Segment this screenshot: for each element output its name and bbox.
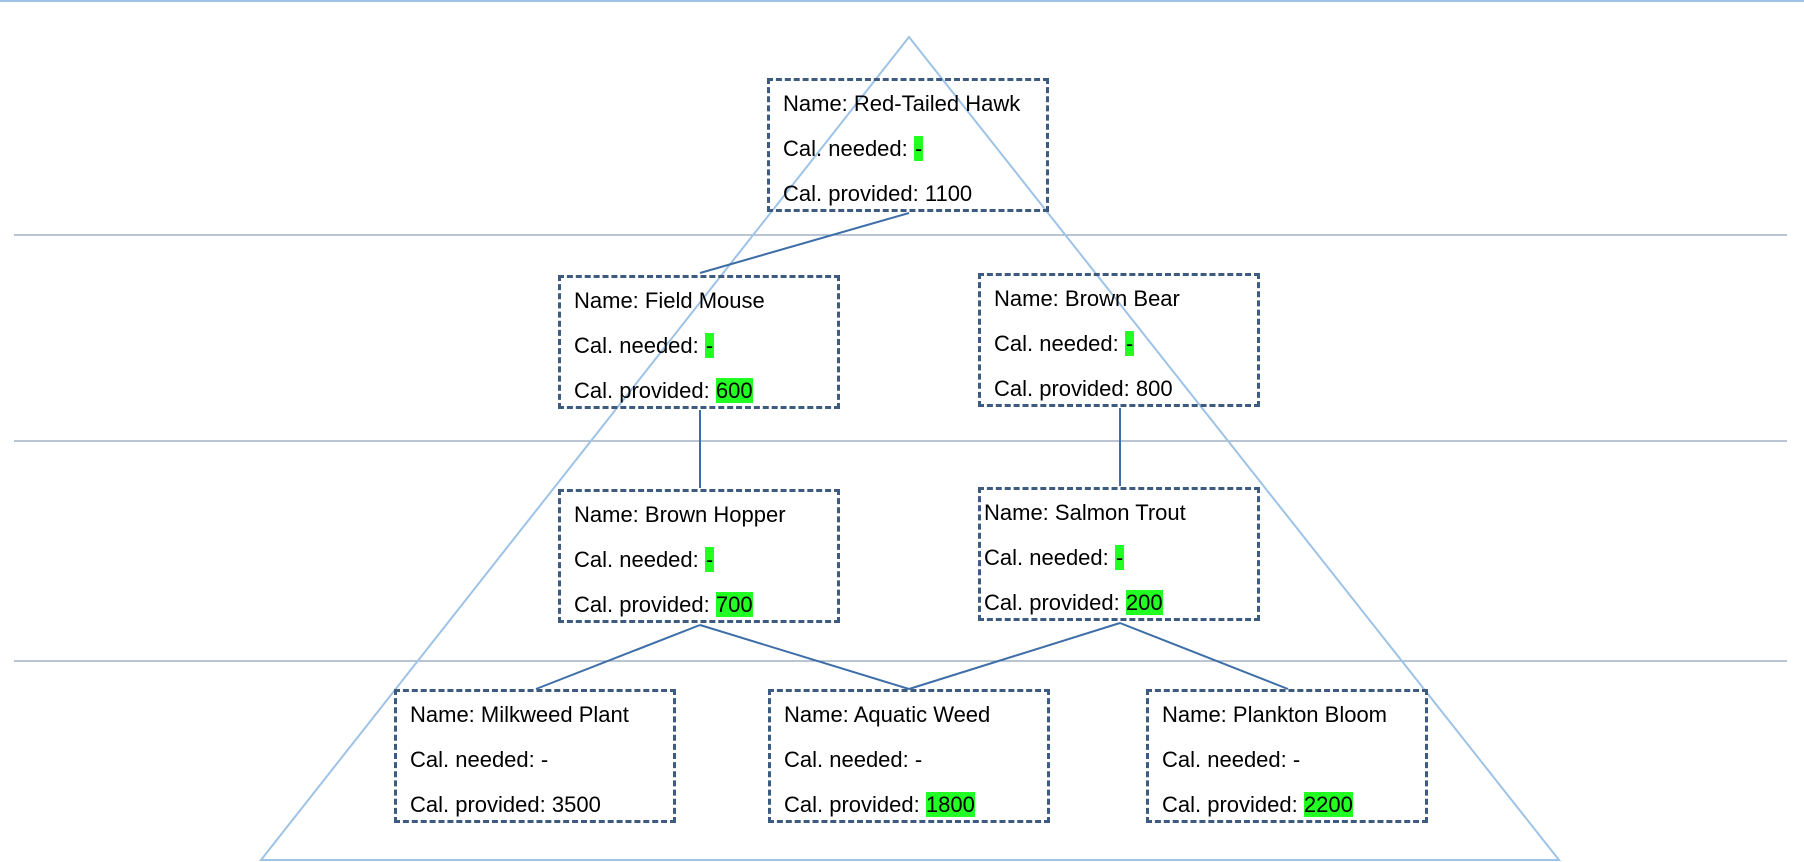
- organism-box-milkweed-plant: Name: Milkweed Plant Cal. needed: - Cal.…: [394, 689, 676, 823]
- calories-needed-value: -: [1114, 545, 1125, 570]
- connector-aquatic-trout: [908, 622, 1121, 690]
- connector-milkweed-hopper: [535, 624, 701, 690]
- name-prefix: Name:: [984, 500, 1055, 525]
- calories-provided-line: Cal. provided: 2200: [1162, 784, 1425, 829]
- connector-mouse-hawk: [699, 212, 910, 274]
- organism-name: Plankton Bloom: [1232, 702, 1388, 727]
- calories-provided-line: Cal. provided: 1100: [783, 173, 1046, 218]
- calories-needed-line: Cal. needed: -: [574, 539, 837, 584]
- needed-prefix: Cal. needed:: [784, 747, 915, 772]
- name-prefix: Name:: [1162, 702, 1233, 727]
- calories-provided-line: Cal. provided: 200: [984, 582, 1257, 627]
- calories-needed-line: Cal. needed: -: [984, 537, 1257, 582]
- calories-needed-value: -: [1292, 747, 1301, 772]
- calories-needed-value: -: [1124, 331, 1135, 356]
- organism-name-line: Name: Red-Tailed Hawk: [783, 83, 1046, 128]
- needed-prefix: Cal. needed:: [1162, 747, 1293, 772]
- calories-needed-line: Cal. needed: -: [1162, 739, 1425, 784]
- organism-name-line: Name: Aquatic Weed: [784, 694, 1047, 739]
- provided-prefix: Cal. provided:: [783, 181, 925, 206]
- calories-provided-line: Cal. provided: 1800: [784, 784, 1047, 829]
- organism-name: Brown Hopper: [644, 502, 786, 527]
- calories-needed-value: -: [704, 333, 715, 358]
- name-prefix: Name:: [574, 288, 645, 313]
- organism-box-salmon-trout: Name: Salmon Trout Cal. needed: - Cal. p…: [978, 487, 1260, 621]
- needed-prefix: Cal. needed:: [574, 333, 705, 358]
- calories-provided-value: 600: [715, 378, 753, 403]
- calories-needed-value: -: [914, 747, 923, 772]
- name-prefix: Name:: [783, 91, 854, 116]
- organism-name: Red-Tailed Hawk: [853, 91, 1021, 116]
- provided-prefix: Cal. provided:: [574, 378, 716, 403]
- organism-box-brown-bear: Name: Brown Bear Cal. needed: - Cal. pro…: [978, 273, 1260, 407]
- calories-provided-value: 3500: [551, 792, 601, 817]
- organism-name: Aquatic Weed: [853, 702, 991, 727]
- organism-name-line: Name: Salmon Trout: [984, 492, 1257, 537]
- name-prefix: Name:: [410, 702, 481, 727]
- calories-provided-value: 200: [1125, 590, 1163, 615]
- calories-provided-line: Cal. provided: 600: [574, 370, 837, 415]
- calories-provided-value: 700: [715, 592, 753, 617]
- calories-needed-value: -: [913, 136, 924, 161]
- calories-provided-line: Cal. provided: 800: [994, 368, 1257, 413]
- calories-needed-line: Cal. needed: -: [783, 128, 1046, 173]
- calories-provided-value: 800: [1135, 376, 1173, 401]
- calories-provided-value: 2200: [1303, 792, 1353, 817]
- organism-box-plankton-bloom: Name: Plankton Bloom Cal. needed: - Cal.…: [1146, 689, 1428, 823]
- organism-box-red-tailed-hawk: Name: Red-Tailed Hawk Cal. needed: - Cal…: [767, 78, 1049, 212]
- provided-prefix: Cal. provided:: [984, 590, 1126, 615]
- name-prefix: Name:: [784, 702, 854, 727]
- name-prefix: Name:: [994, 286, 1065, 311]
- calories-needed-line: Cal. needed: -: [574, 325, 837, 370]
- organism-name: Salmon Trout: [1054, 500, 1186, 525]
- organism-name-line: Name: Brown Hopper: [574, 494, 837, 539]
- needed-prefix: Cal. needed:: [984, 545, 1115, 570]
- organism-name-line: Name: Plankton Bloom: [1162, 694, 1425, 739]
- needed-prefix: Cal. needed:: [994, 331, 1125, 356]
- calories-needed-line: Cal. needed: -: [994, 323, 1257, 368]
- needed-prefix: Cal. needed:: [783, 136, 914, 161]
- organism-name: Brown Bear: [1064, 286, 1180, 311]
- organism-name-line: Name: Milkweed Plant: [410, 694, 673, 739]
- organism-box-aquatic-weed: Name: Aquatic Weed Cal. needed: - Cal. p…: [768, 689, 1050, 823]
- organism-name: Milkweed Plant: [480, 702, 629, 727]
- calories-provided-line: Cal. provided: 700: [574, 584, 837, 629]
- calories-needed-value: -: [540, 747, 549, 772]
- connector-plankton-trout: [1119, 622, 1289, 690]
- organism-name-line: Name: Brown Bear: [994, 278, 1257, 323]
- organism-name: Field Mouse: [644, 288, 765, 313]
- provided-prefix: Cal. provided:: [994, 376, 1136, 401]
- provided-prefix: Cal. provided:: [784, 792, 926, 817]
- organism-name-line: Name: Field Mouse: [574, 280, 837, 325]
- pyramid-outline: [258, 35, 1562, 861]
- provided-prefix: Cal. provided:: [410, 792, 552, 817]
- provided-prefix: Cal. provided:: [1162, 792, 1304, 817]
- needed-prefix: Cal. needed:: [410, 747, 541, 772]
- calories-provided-line: Cal. provided: 3500: [410, 784, 673, 829]
- provided-prefix: Cal. provided:: [574, 592, 716, 617]
- calories-needed-line: Cal. needed: -: [410, 739, 673, 784]
- needed-prefix: Cal. needed:: [574, 547, 705, 572]
- calories-provided-value: 1100: [924, 181, 973, 206]
- organism-box-field-mouse: Name: Field Mouse Cal. needed: - Cal. pr…: [558, 275, 840, 409]
- organism-box-brown-hopper: Name: Brown Hopper Cal. needed: - Cal. p…: [558, 489, 840, 623]
- calories-provided-value: 1800: [925, 792, 975, 817]
- connector-aquatic-hopper: [699, 624, 910, 690]
- name-prefix: Name:: [574, 502, 645, 527]
- calories-needed-line: Cal. needed: -: [784, 739, 1047, 784]
- calories-needed-value: -: [704, 547, 715, 572]
